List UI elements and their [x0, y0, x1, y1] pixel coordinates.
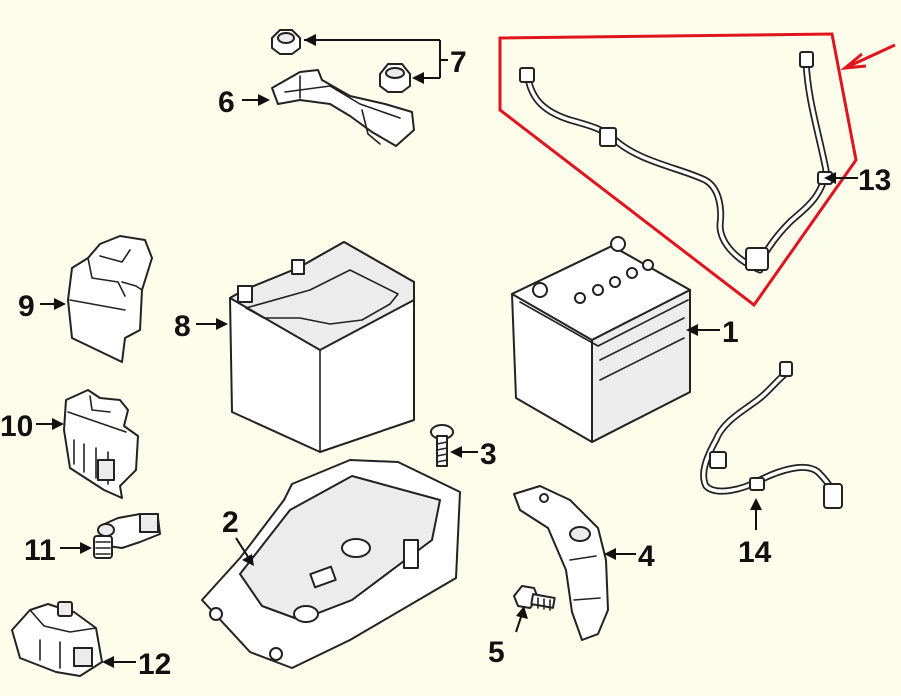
part-3-bolt	[430, 424, 454, 467]
part-7-nuts	[271, 29, 411, 93]
part-2-battery-tray	[201, 459, 461, 669]
callout-11: 11	[24, 534, 56, 567]
part-11-terminal-clamp	[93, 513, 161, 559]
callout-7: 7	[450, 46, 467, 79]
callout-9: 9	[18, 290, 35, 323]
callout-8: 8	[174, 310, 191, 343]
part-9-terminal-cover	[67, 235, 153, 363]
part-12-terminal-assembly	[11, 601, 103, 677]
callout-labels: 1 2 3 4 5 6 7 8 9 10 11 12 13 14	[0, 46, 891, 681]
part-5-bolt	[513, 585, 556, 611]
callout-5: 5	[488, 636, 505, 669]
callout-12: 12	[138, 648, 171, 681]
part-14-sensor-harness	[700, 361, 843, 509]
callout-13: 13	[858, 164, 891, 197]
part-1-battery	[511, 236, 691, 443]
callout-10: 10	[0, 410, 33, 443]
callout-1: 1	[722, 316, 739, 349]
part-10-fuse-box	[63, 389, 139, 499]
callout-6: 6	[218, 86, 235, 119]
leader-lines	[36, 34, 858, 668]
callout-3: 3	[480, 438, 497, 471]
callout-2: 2	[222, 506, 239, 539]
part-4-support-bracket	[513, 485, 609, 641]
part-8-battery-insulator	[229, 241, 415, 453]
highlight-frame	[498, 32, 896, 308]
part-13-battery-cable	[519, 51, 833, 274]
callout-14: 14	[738, 536, 772, 569]
callout-4: 4	[638, 540, 655, 573]
part-6-hold-down-bracket	[271, 69, 415, 147]
